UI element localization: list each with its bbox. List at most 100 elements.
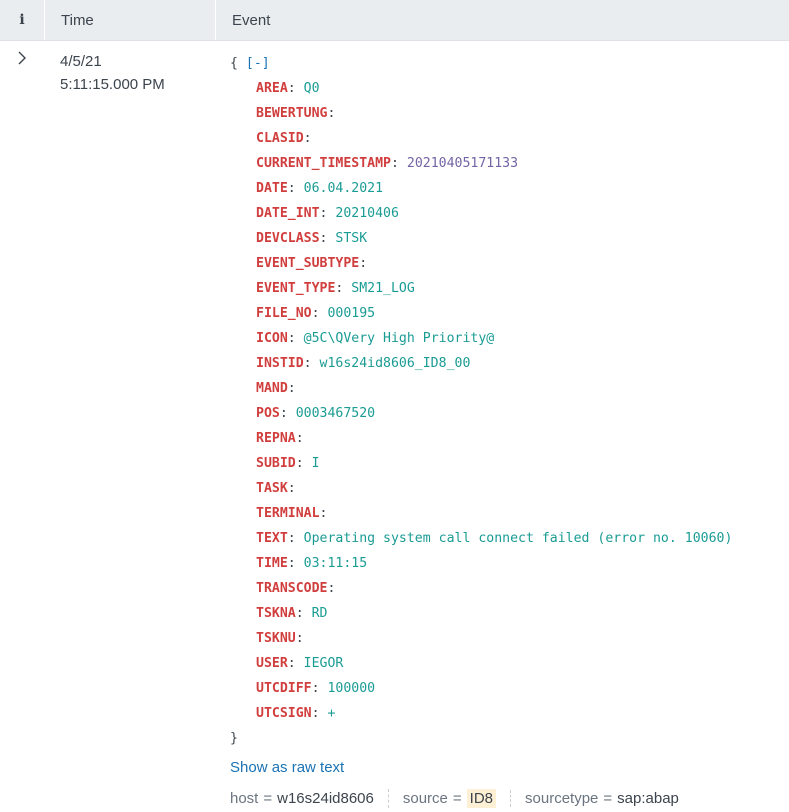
json-field-value[interactable]: IEGOR [303,656,344,671]
json-field-key[interactable]: TERMINAL [256,506,320,521]
json-field-value[interactable]: + [327,706,336,721]
json-field-row: INSTID: w16s24id8606_ID8_00 [230,351,789,376]
host-field-name: host [230,790,259,807]
json-field-key[interactable]: TRANSCODE [256,581,328,596]
json-field-row: SUBID: I [230,451,789,476]
json-field-key[interactable]: TASK [256,481,288,496]
json-field-colon: : [295,631,304,646]
json-field-value[interactable]: 06.04.2021 [303,181,384,196]
json-field-row: TERMINAL: [230,501,789,526]
json-field-value[interactable]: SM21_LOG [351,281,415,296]
event-timestamp: 5:11:15.000 PM [60,76,165,93]
json-field-key[interactable]: TSKNA [256,606,296,621]
json-field-key[interactable]: DATE_INT [256,206,320,221]
json-field-colon: : [287,81,304,96]
info-column-header[interactable]: i [0,0,45,40]
json-field-key[interactable]: UTCDIFF [256,681,312,696]
json-field-key[interactable]: MAND [256,381,288,396]
json-field-key[interactable]: INSTID [256,356,304,371]
json-field-row: UTCDIFF: 100000 [230,676,789,701]
json-field-row: USER: IEGOR [230,651,789,676]
json-field-key[interactable]: EVENT_SUBTYPE [256,256,360,271]
json-field-row: TIME: 03:11:15 [230,551,789,576]
source-field-value[interactable]: ID8 [466,789,497,808]
json-field-key[interactable]: USER [256,656,288,671]
json-field-row: MAND: [230,376,789,401]
json-field-key[interactable]: SUBID [256,456,296,471]
json-field-key[interactable]: ICON [256,331,288,346]
json-field-key[interactable]: CURRENT_TIMESTAMP [256,156,391,171]
json-field-key[interactable]: DEVCLASS [256,231,320,246]
time-column-header[interactable]: Time [45,0,216,40]
json-field-row: TASK: [230,476,789,501]
json-field-value[interactable]: 0003467520 [295,406,376,421]
json-field-value[interactable]: 20210405171133 [406,156,519,171]
json-field-row: DEVCLASS: STSK [230,226,789,251]
json-field-key[interactable]: UTCSIGN [256,706,312,721]
source-field: source = ID8 [387,789,510,808]
json-field-value[interactable]: RD [311,606,328,621]
event-column-header[interactable]: Event [232,11,271,29]
json-field-colon: : [295,431,304,446]
json-field-value[interactable]: Q0 [303,81,320,96]
sourcetype-field: sourcetype = sap:abap [510,790,693,807]
json-field-value[interactable]: 100000 [327,681,376,696]
json-field-colon: : [287,381,296,396]
json-field-value[interactable]: STSK [335,231,368,246]
json-field-value[interactable]: 03:11:15 [303,556,368,571]
json-field-key[interactable]: AREA [256,81,288,96]
json-field-row: UTCSIGN: + [230,701,789,726]
json-field-colon: : [390,156,407,171]
json-field-key[interactable]: TSKNU [256,631,296,646]
json-field-colon: : [287,656,304,671]
json-field-key[interactable]: EVENT_TYPE [256,281,336,296]
json-field-colon: : [287,181,304,196]
json-field-row: TSKNA: RD [230,601,789,626]
expand-toggle[interactable] [0,41,44,808]
json-collapse-toggle[interactable]: [-] [245,56,270,71]
json-field-key[interactable]: POS [256,406,280,421]
source-field-name: source [402,790,448,807]
json-close-brace: } [230,731,238,746]
json-field-colon: : [359,256,368,271]
json-field-colon: : [311,706,328,721]
json-field-colon: : [287,331,304,346]
json-field-colon: : [279,406,296,421]
json-field-colon: : [303,356,320,371]
json-field-row: BEWERTUNG: [230,101,789,126]
source-equals: = [452,790,462,807]
json-field-value[interactable]: @5C\QVery High Priority@ [303,331,495,346]
json-open-brace: { [230,56,238,71]
sourcetype-field-value[interactable]: sap:abap [617,790,679,807]
json-field-row: CURRENT_TIMESTAMP: 20210405171133 [230,151,789,176]
sourcetype-equals: = [603,790,613,807]
json-open-line: { [-] [230,51,789,76]
show-raw-text-link[interactable]: Show as raw text [230,759,345,776]
json-field-value[interactable]: w16s24id8606_ID8_00 [319,356,471,371]
json-field-key[interactable]: CLASID [256,131,304,146]
host-field-value[interactable]: w16s24id8606 [277,790,374,807]
json-field-key[interactable]: FILE_NO [256,306,312,321]
json-field-row: REPNA: [230,426,789,451]
sourcetype-field-name: sourcetype [525,790,599,807]
json-field-row: ICON: @5C\QVery High Priority@ [230,326,789,351]
json-field-value[interactable]: I [311,456,320,471]
json-field-colon: : [319,206,336,221]
event-metadata: host = w16s24id8606 source = ID8 sourcet… [230,789,789,808]
json-field-key[interactable]: TEXT [256,531,288,546]
json-field-key[interactable]: TIME [256,556,288,571]
json-field-row: DATE_INT: 20210406 [230,201,789,226]
json-field-key[interactable]: DATE [256,181,288,196]
json-field-key[interactable]: REPNA [256,431,296,446]
json-field-value[interactable]: 20210406 [335,206,399,221]
json-field-row: EVENT_TYPE: SM21_LOG [230,276,789,301]
json-field-key[interactable]: BEWERTUNG [256,106,328,121]
json-field-value[interactable]: Operating system call connect failed (er… [303,531,733,546]
json-field-value[interactable]: 000195 [327,306,376,321]
chevron-right-icon [18,51,26,65]
json-field-row: DATE: 06.04.2021 [230,176,789,201]
json-field-colon: : [287,556,304,571]
